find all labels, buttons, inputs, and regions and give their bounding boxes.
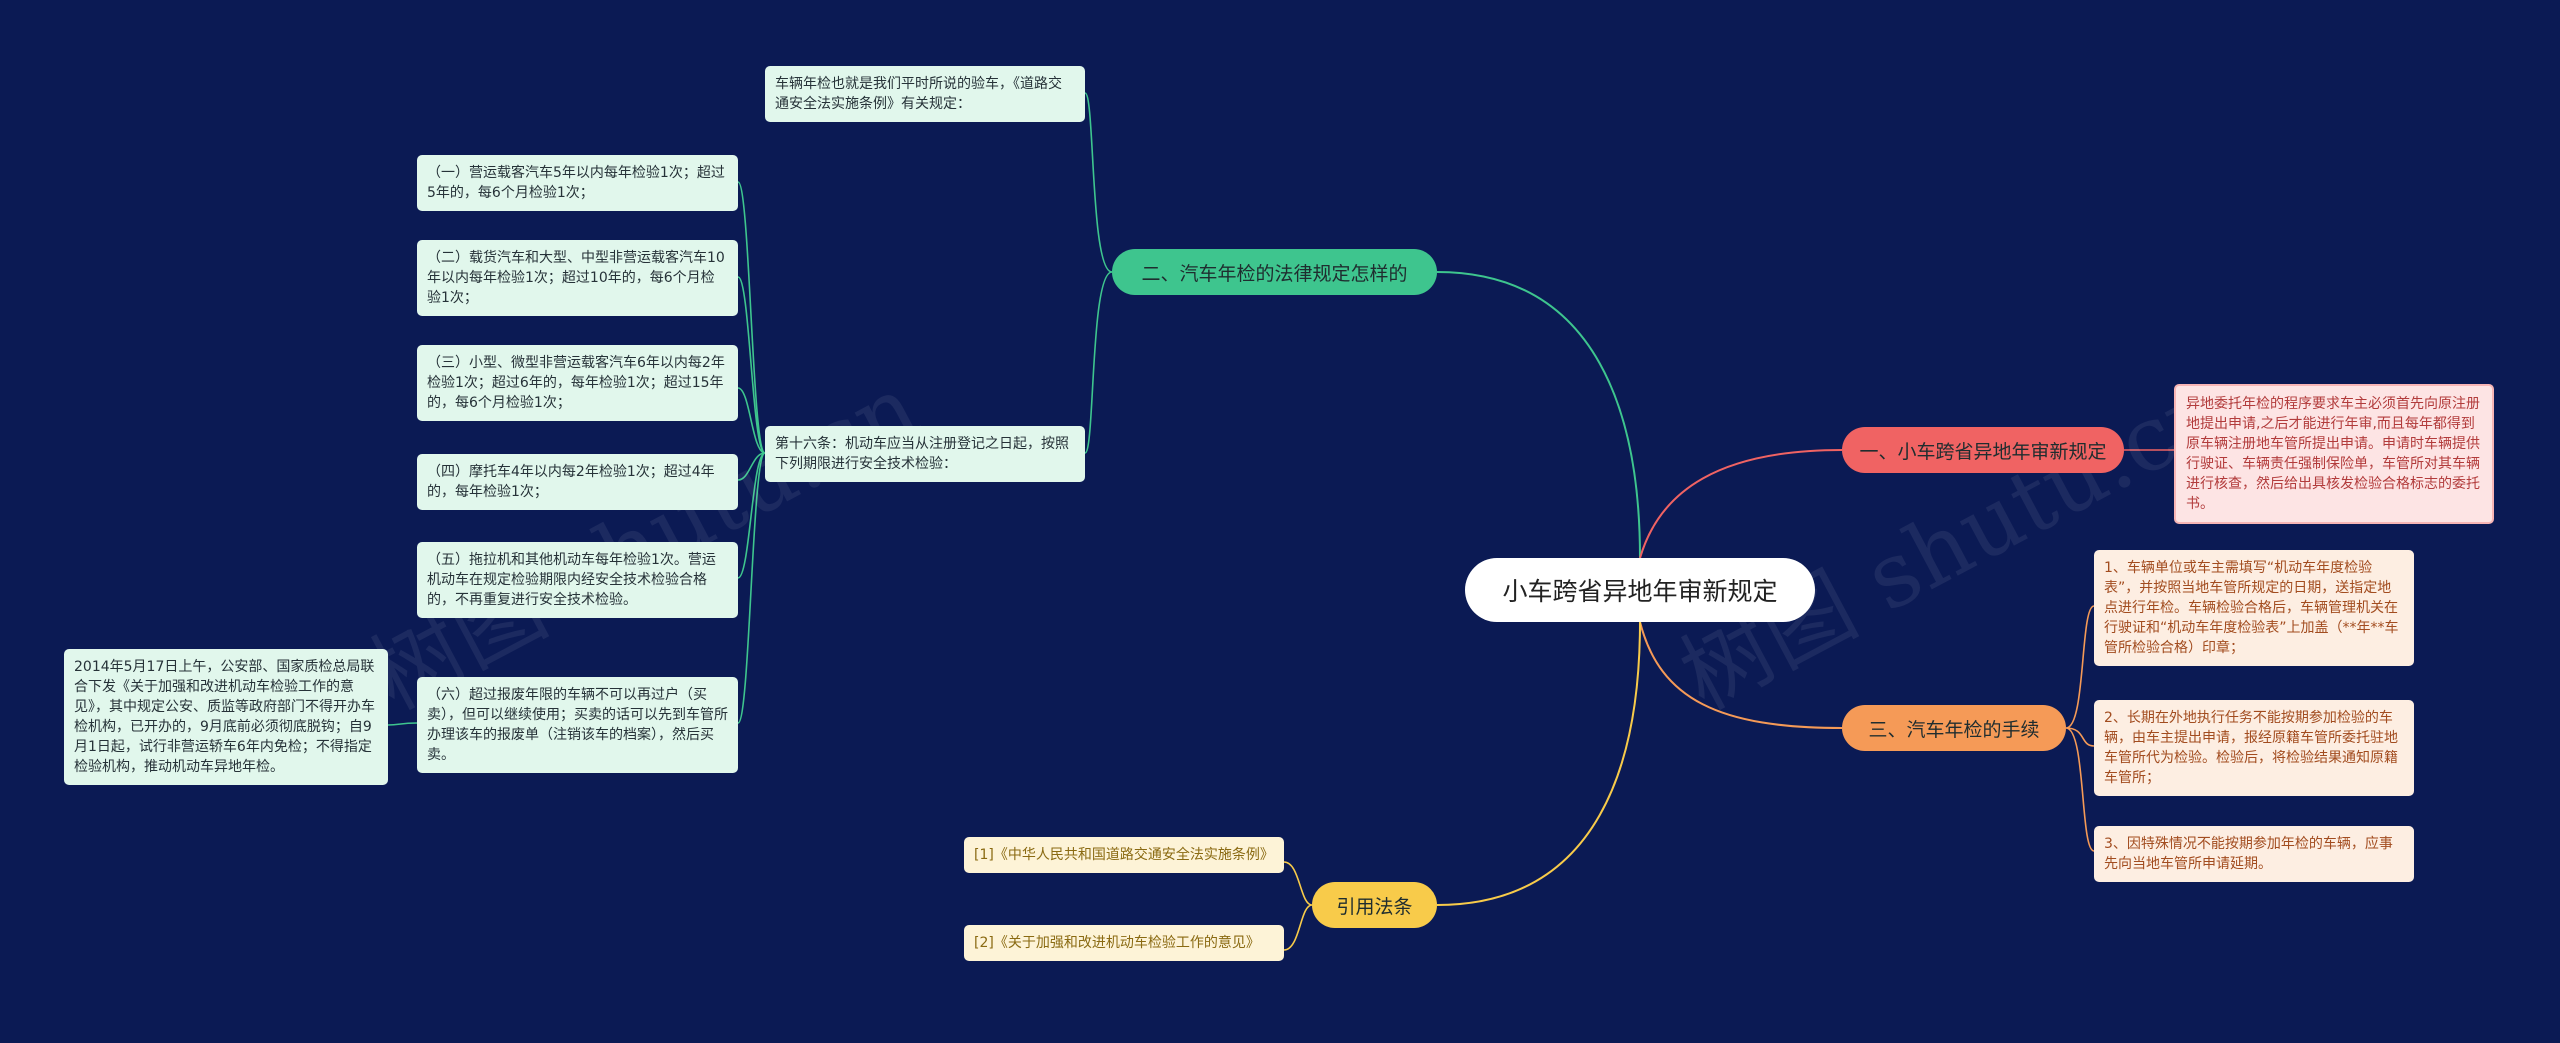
- leaf-legal-note[interactable]: 2014年5月17日上午，公安部、国家质检总局联合下发《关于加强和改进机动车检验…: [64, 649, 388, 785]
- link-center-refs: [1436, 621, 1641, 906]
- link-refs-items: [1283, 861, 1313, 951]
- link-legal-intro: [1084, 92, 1113, 273]
- leaf-legal-item-2[interactable]: （二）载货汽车和大型、中型非营运载客汽车10年以内每年检验1次；超过10年的，每…: [417, 240, 738, 316]
- link-center-procedure: [1639, 621, 1843, 729]
- branch-inspection-procedure[interactable]: 三、汽车年检的手续: [1842, 705, 2066, 751]
- branch-cross-province-rule[interactable]: 一、小车跨省异地年审新规定: [1842, 427, 2124, 473]
- link-procedure-items: [2065, 605, 2095, 852]
- leaf-procedure-3[interactable]: 3、因特殊情况不能按期参加年检的车辆，应事先向当地车管所申请延期。: [2094, 826, 2414, 882]
- link-center-rule: [1639, 449, 1843, 559]
- leaf-procedure-2[interactable]: 2、长期在外地执行任务不能按期参加检验的车辆，由车主提出申请，报经原籍车管所委托…: [2094, 700, 2414, 796]
- link-article-items: [737, 181, 766, 724]
- link-legal-article: [1084, 271, 1113, 454]
- link-center-legal: [1436, 271, 1641, 559]
- leaf-reference-2[interactable]: [2]《关于加强和改进机动车检验工作的意见》: [964, 925, 1284, 961]
- leaf-legal-item-4[interactable]: （四）摩托车4年以内每2年检验1次；超过4年的，每年检验1次；: [417, 454, 738, 510]
- leaf-legal-item-1[interactable]: （一）营运载客汽车5年以内每年检验1次；超过5年的，每6个月检验1次；: [417, 155, 738, 211]
- link-item6-note: [387, 722, 418, 726]
- central-topic[interactable]: 小车跨省异地年审新规定: [1465, 558, 1815, 622]
- leaf-reference-1[interactable]: [1]《中华人民共和国道路交通安全法实施条例》: [964, 837, 1284, 873]
- leaf-legal-intro[interactable]: 车辆年检也就是我们平时所说的验车，《道路交通安全法实施条例》有关规定：: [765, 66, 1085, 122]
- leaf-legal-item-6[interactable]: （六）超过报废年限的车辆不可以再过户（买卖），但可以继续使用；买卖的话可以先到车…: [417, 677, 738, 773]
- leaf-legal-article[interactable]: 第十六条：机动车应当从注册登记之日起，按照下列期限进行安全技术检验：: [765, 426, 1085, 482]
- leaf-procedure-1[interactable]: 1、车辆单位或车主需填写“机动车年度检验表”，并按照当地车管所规定的日期，送指定…: [2094, 550, 2414, 666]
- leaf-rule-text[interactable]: 异地委托年检的程序要求车主必须首先向原注册地提出申请,之后才能进行年审,而且每年…: [2174, 384, 2494, 524]
- leaf-legal-item-5[interactable]: （五）拖拉机和其他机动车每年检验1次。营运机动车在规定检验期限内经安全技术检验合…: [417, 542, 738, 618]
- branch-references[interactable]: 引用法条: [1312, 882, 1437, 928]
- leaf-legal-item-3[interactable]: （三）小型、微型非营运载客汽车6年以内每2年检验1次；超过6年的，每年检验1次；…: [417, 345, 738, 421]
- branch-legal-rules[interactable]: 二、汽车年检的法律规定怎样的: [1112, 249, 1437, 295]
